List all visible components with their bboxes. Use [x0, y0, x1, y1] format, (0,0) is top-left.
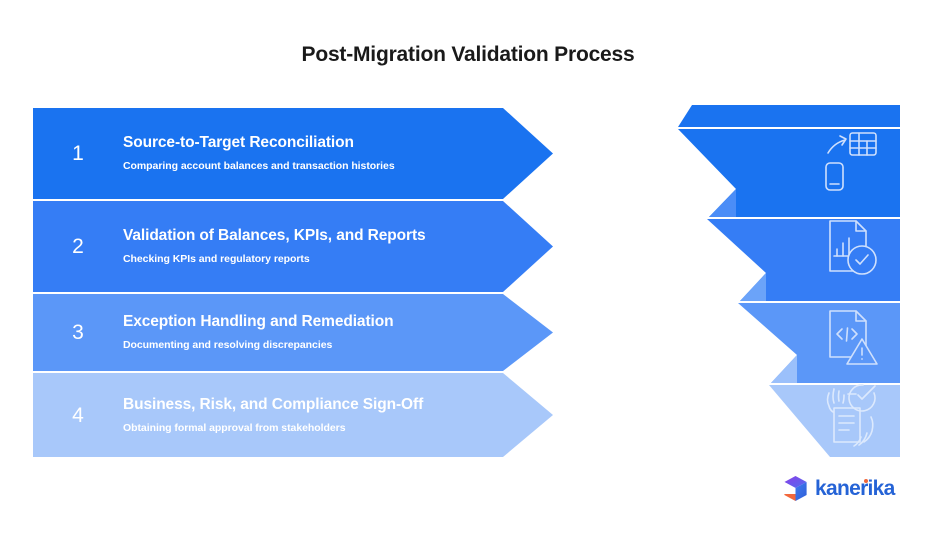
funnel-band-3	[738, 303, 900, 383]
step-body: Business, Risk, and Compliance Sign-Off …	[123, 395, 553, 435]
funnel-notch-1	[709, 189, 736, 217]
process-steps-list: 1 Source-to-Target Reconciliation Compar…	[33, 108, 553, 457]
logo-accent-dot	[864, 479, 868, 483]
funnel-notch-3	[771, 355, 797, 383]
step-description: Obtaining formal approval from stakehold…	[123, 421, 346, 434]
funnel-notch-2	[740, 273, 766, 301]
logo-wordmark: kanerika	[815, 477, 895, 500]
step-description: Documenting and resolving discrepancies	[123, 339, 333, 352]
process-step-1[interactable]: 1 Source-to-Target Reconciliation Compar…	[33, 108, 553, 199]
phone-arrow-table-icon	[825, 132, 877, 191]
step-title: Business, Risk, and Compliance Sign-Off	[123, 395, 424, 413]
step-title: Validation of Balances, KPIs, and Report…	[123, 227, 426, 245]
step-description: Checking KPIs and regulatory reports	[123, 253, 310, 266]
step-title: Exception Handling and Remediation	[123, 313, 394, 331]
hands-document-check-icon	[826, 384, 876, 447]
logo-text: kanerika	[815, 478, 895, 499]
step-title: Source-to-Target Reconciliation	[123, 134, 354, 152]
step-body: Validation of Balances, KPIs, and Report…	[123, 226, 553, 266]
cube-icon	[784, 476, 807, 501]
step-number: 2	[72, 235, 84, 258]
process-step-4[interactable]: 4 Business, Risk, and Compliance Sign-Of…	[33, 373, 553, 457]
process-step-3[interactable]: 3 Exception Handling and Remediation Doc…	[33, 294, 553, 371]
step-number: 3	[72, 321, 84, 344]
funnel-icon-panel	[678, 105, 900, 457]
step-body: Exception Handling and Remediation Docum…	[123, 312, 553, 352]
page-title: Post-Migration Validation Process	[301, 43, 635, 66]
document-chart-check-icon	[829, 220, 877, 275]
step-number: 4	[72, 403, 84, 427]
step-body: Source-to-Target Reconciliation Comparin…	[123, 133, 553, 173]
kanerika-logo[interactable]: kanerika	[783, 475, 895, 502]
step-number: 1	[72, 142, 84, 165]
process-step-2[interactable]: 2 Validation of Balances, KPIs, and Repo…	[33, 201, 553, 292]
step-description: Comparing account balances and transacti…	[123, 160, 395, 173]
funnel-band-2	[707, 219, 900, 301]
document-code-warning-icon	[829, 310, 878, 365]
funnel-band-top	[678, 105, 900, 127]
